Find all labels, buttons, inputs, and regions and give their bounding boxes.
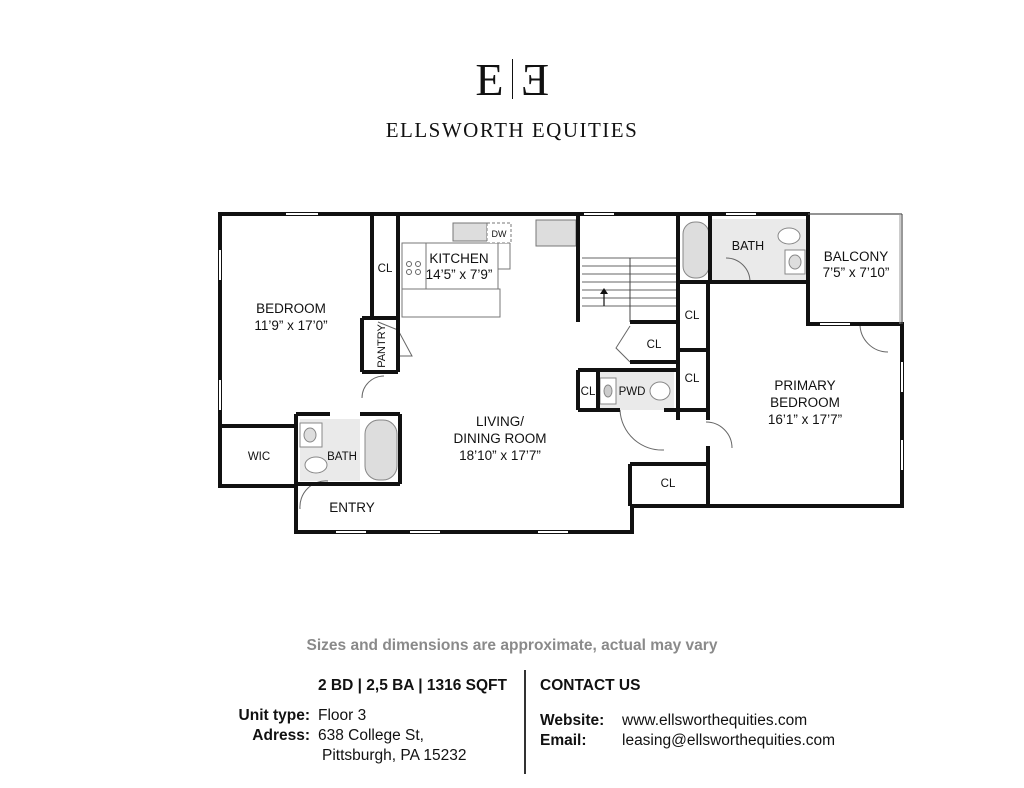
walls [218,212,904,534]
address-line1: 638 College St, [318,727,424,744]
label-cl-pwd-right: CL [685,373,700,385]
email-link[interactable]: leasing@ellsworthequities.com [622,732,836,749]
room-labels: BEDROOM 11’9” x 17’0” KITCHEN 14’5” x 7’… [248,229,890,515]
label-bath-top: BATH [732,239,764,253]
website-link[interactable]: www.ellsworthequities.com [622,712,808,729]
brand-name: ELLSWORTH EQUITIES [385,118,639,142]
label-cl-bottom: CL [661,478,676,490]
label-cl-pwd-left: CL [581,386,596,398]
unit-type-value: Floor 3 [318,707,367,724]
size-bedroom: 11’9” x 17’0” [254,318,327,333]
info-divider [524,670,526,774]
label-pwd: PWD [619,386,646,398]
label-dw: DW [492,229,507,239]
label-entry: ENTRY [329,500,375,515]
label-kitchen: KITCHEN [429,251,488,266]
windows [219,213,903,533]
label-pantry: PANTRY [376,324,388,368]
label-living-1: LIVING/ [476,414,524,429]
unit-summary: 2 BD | 2,5 BA | 1316 SQFT [318,677,507,694]
label-living-2: DINING ROOM [454,431,547,446]
label-primary-2: BEDROOM [770,395,840,410]
label-cl-stair1: CL [685,310,700,322]
label-cl-bedroom: CL [378,263,393,275]
label-balcony: BALCONY [824,249,889,264]
size-kitchen: 14’5” x 7’9” [426,267,493,282]
logo-divider [511,59,513,99]
size-living: 18’10” x 17’7” [459,448,541,463]
disclaimer-text: Sizes and dimensions are approximate, ac… [306,637,718,654]
label-bedroom: BEDROOM [256,301,326,316]
address-label: Adress: [252,727,310,744]
website-label: Website: [540,712,605,729]
contact-heading: CONTACT US [540,677,641,694]
address-line2: Pittsburgh, PA 15232 [322,747,467,764]
label-cl-stair2: CL [647,339,662,351]
email-label: Email: [540,732,587,749]
size-primary: 16’1” x 17’7” [768,412,842,427]
logo-letter-left: E [475,54,506,105]
label-wic: WIC [248,451,270,463]
label-bath-left: BATH [327,451,357,463]
size-balcony: 7’5” x 7’10” [823,265,890,280]
label-primary-1: PRIMARY [774,378,835,393]
unit-type-label: Unit type: [238,707,310,724]
fixtures [299,219,889,510]
